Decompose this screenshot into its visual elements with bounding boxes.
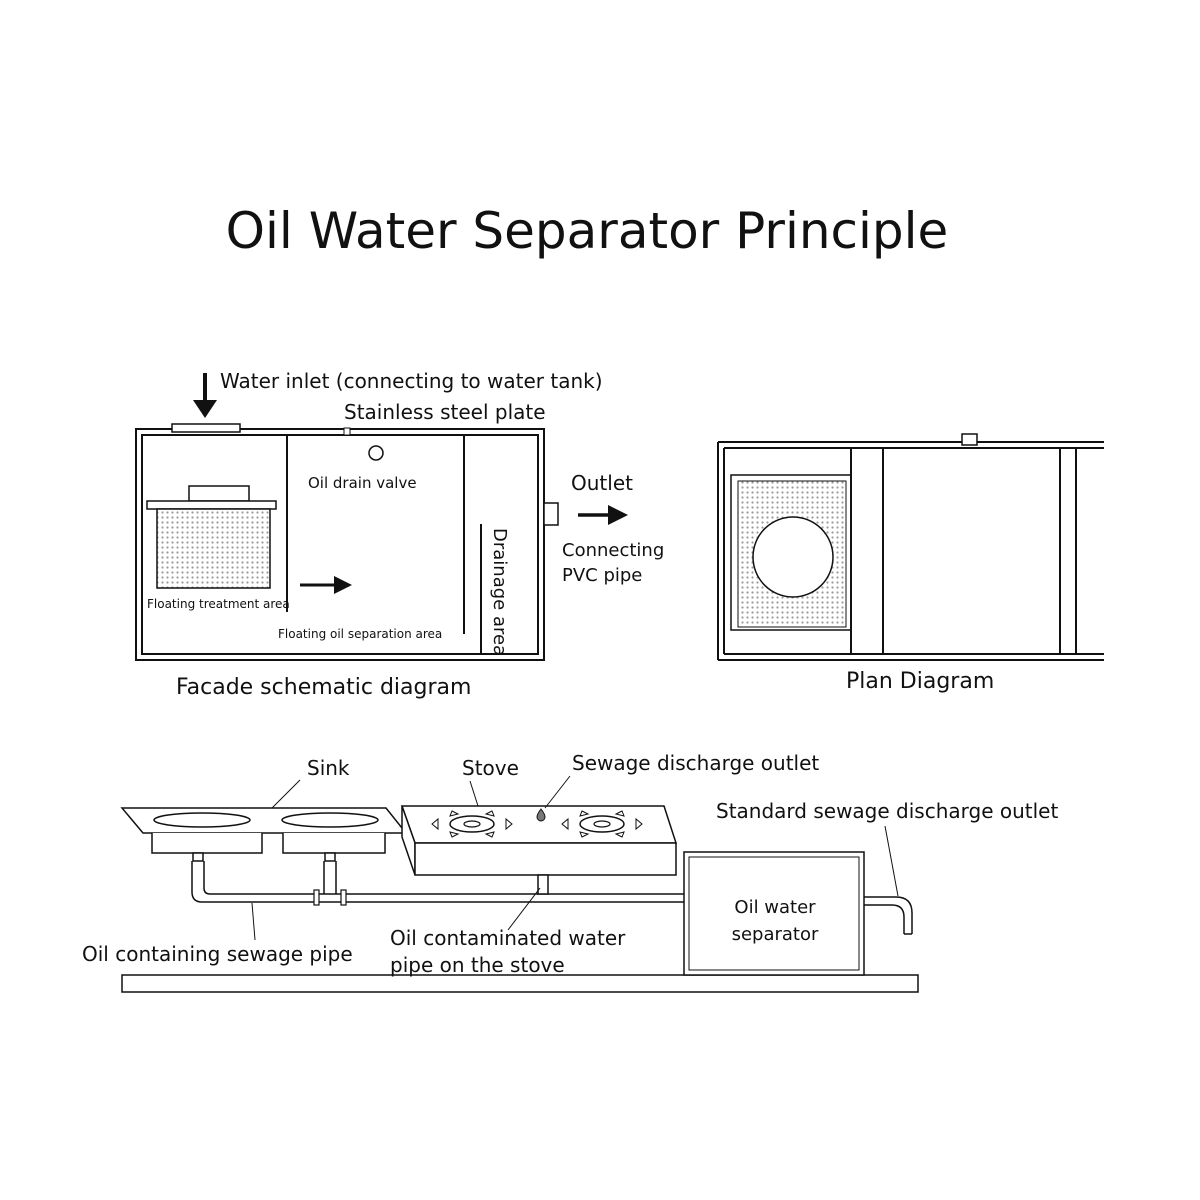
floor-slab [121,974,919,993]
water-inlet-arrow-icon [193,373,217,418]
page-title: Oil Water Separator Principle [226,202,949,260]
sink-label: Sink [307,756,350,780]
plan-plate-marker [961,433,978,446]
oil-drain-valve-label: Oil drain valve [308,474,417,492]
oil-containing-sewage-pipe-label: Oil containing sewage pipe [82,942,353,966]
connecting-pvc-label-line2: PVC pipe [562,565,642,586]
stove-pipe-leader-line [507,887,541,931]
separator-label-line2: separator [732,924,819,945]
floating-treatment-basket [146,485,277,589]
stove-burner-left-icon [431,810,513,838]
sewage-discharge-drop-icon [536,808,546,822]
plan-basket-circle [752,516,834,598]
facade-tank-outer [135,428,545,661]
floating-treatment-area-label: Floating treatment area [147,597,290,611]
sink-drain-pipes [191,861,688,906]
separator-label-line1: Oil water [734,897,816,918]
stove-label: Stove [462,756,519,780]
standard-outlet-leader-line [884,825,899,897]
oil-water-separator-box [683,851,865,976]
sewage-discharge-outlet-label: Sewage discharge outlet [572,751,819,775]
inlet-plate [171,423,241,433]
floating-oil-separation-area-label: Floating oil separation area [278,627,442,641]
outlet-arrow-icon [578,505,628,525]
facade-tank-inner [141,434,539,655]
plan-caption: Plan Diagram [846,669,994,694]
sewage-pipe-leader-line [251,902,256,941]
standard-outlet-pipe [864,896,913,935]
facade-caption: Facade schematic diagram [176,675,471,700]
standard-sewage-discharge-outlet-label: Standard sewage discharge outlet [716,799,1058,823]
drainage-area-label: Drainage area [489,528,510,656]
sewage-discharge-leader-line [544,775,571,809]
sink [120,807,408,862]
flow-arrow-icon [300,576,352,594]
connecting-pvc-label-line1: Connecting [562,540,664,561]
stove-pipe-label-line2: pipe on the stove [390,953,565,977]
facade-diagram: Water inlet (connecting to water tank) S… [135,369,664,700]
water-inlet-label: Water inlet (connecting to water tank) [220,369,603,393]
stainless-steel-plate [343,427,351,436]
plan-diagram: Plan Diagram [717,433,1104,694]
outlet-label: Outlet [571,471,633,495]
installation-diagram: Sink [82,751,1058,993]
stove-burner-right-icon [561,810,643,838]
stove [400,805,678,895]
stove-leader-line [469,780,479,807]
stainless-steel-plate-label: Stainless steel plate [344,400,546,424]
oil-drain-valve-icon [368,445,384,461]
sink-leader-line [271,779,301,809]
outlet-pipe-stub [543,502,559,526]
